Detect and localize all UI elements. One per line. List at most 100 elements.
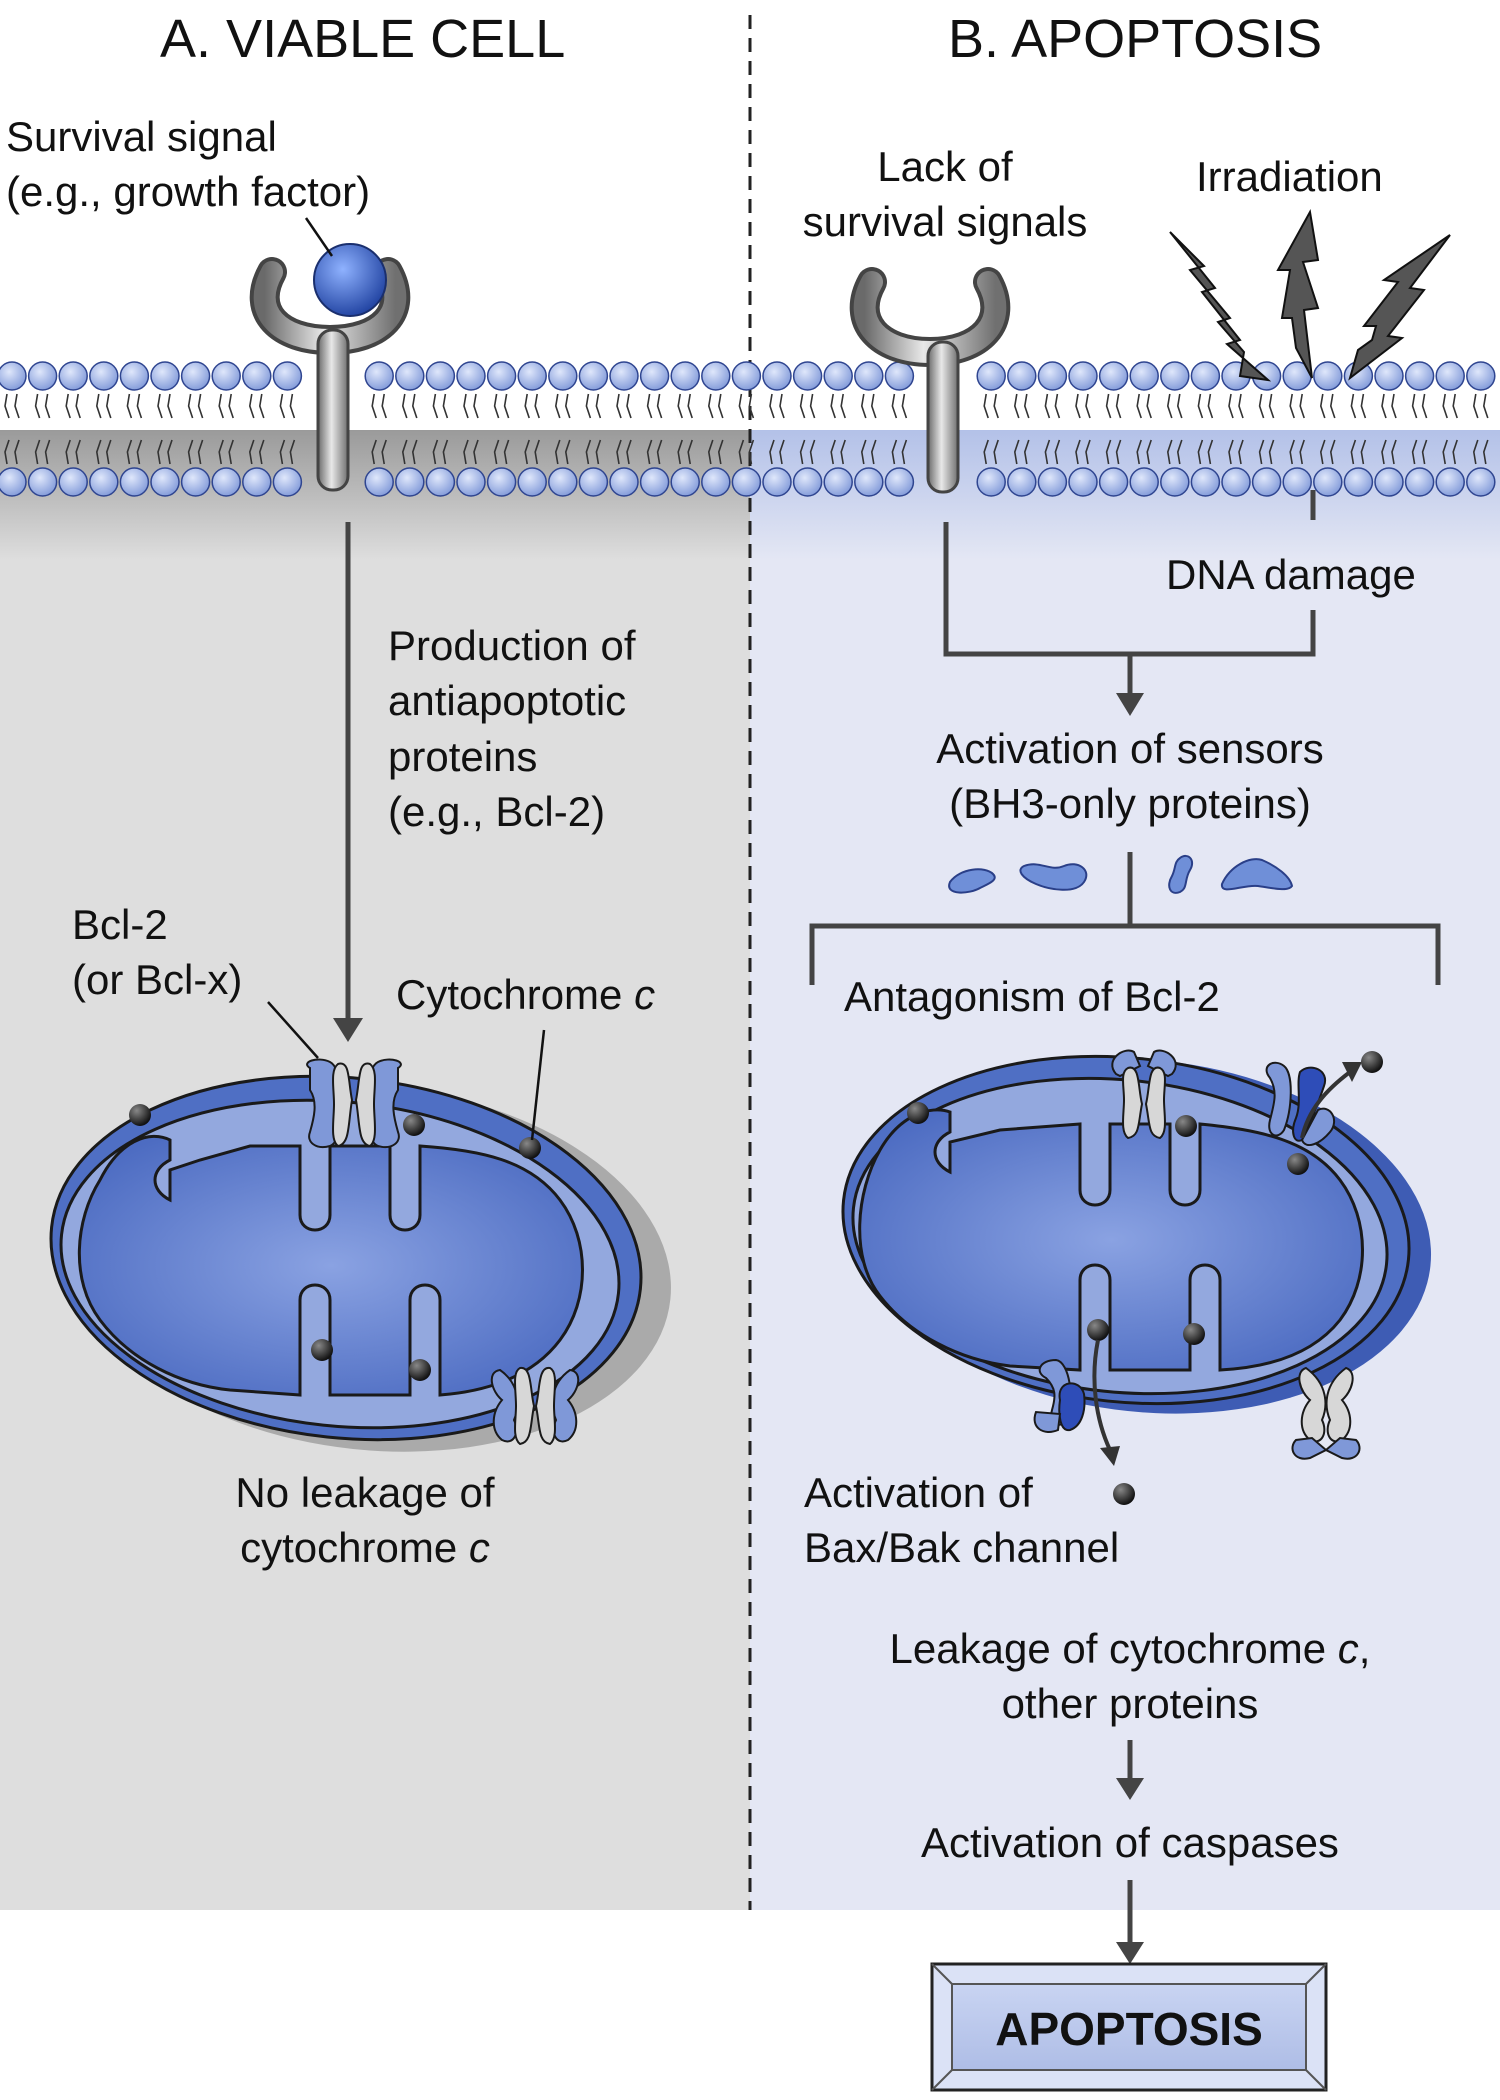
lipid-tail <box>258 439 265 465</box>
lipid-head <box>180 361 211 391</box>
lipid-head <box>425 361 456 391</box>
lipid-tail <box>1023 439 1030 465</box>
lipid-tail <box>993 439 999 465</box>
lipid-tail <box>1268 439 1275 465</box>
lipid-tail <box>1238 393 1244 419</box>
lipid-tail <box>1115 439 1122 465</box>
cytochrome-c-dot <box>907 1102 929 1124</box>
lipid-head <box>89 361 119 391</box>
lipid-tail <box>1044 393 1051 419</box>
lipid-head <box>0 467 27 497</box>
lipid-tail <box>197 439 204 465</box>
lipid-tail <box>473 439 479 465</box>
lipid-tail <box>585 393 592 419</box>
lipid-tail <box>1075 439 1081 465</box>
lipid-tail <box>65 439 71 465</box>
lipid-tail <box>14 439 20 465</box>
bcl2-label: Bcl-2 (or Bcl-x) <box>72 901 243 1003</box>
lipid-tail <box>126 439 133 465</box>
lipid-tail <box>157 393 163 419</box>
lipid-tail <box>1228 393 1234 419</box>
lipid-head <box>1404 361 1435 391</box>
lipid-head <box>1190 361 1221 391</box>
lipid-tail <box>524 439 530 465</box>
lipid-tail <box>707 393 714 419</box>
lipid-head <box>1313 467 1343 497</box>
lipid-tail <box>1482 439 1489 465</box>
lipid-tail <box>1472 439 1479 465</box>
cytochrome-c-released-dot <box>1113 1483 1135 1505</box>
lipid-tail <box>1146 439 1152 465</box>
irradiation-bolts <box>1169 208 1451 382</box>
bcl2-channel-b-top <box>1111 1049 1177 1140</box>
lipid-tail <box>136 393 143 419</box>
lipid-tail <box>626 393 632 419</box>
lipid-tail <box>687 439 693 465</box>
lipid-head <box>1435 361 1465 391</box>
lipid-tail <box>95 393 102 419</box>
lipid-tail <box>830 439 836 465</box>
lipid-tail <box>687 393 693 419</box>
apoptosis-box-label: APOPTOSIS <box>995 2003 1263 2055</box>
lipid-tail <box>1176 439 1183 465</box>
lipid-head <box>609 467 639 497</box>
lipid-tail <box>1013 393 1020 419</box>
lipid-head <box>670 467 700 497</box>
mitochondrion-a-cristae <box>77 1134 584 1397</box>
lipid-tail <box>1289 393 1295 419</box>
lipid-tail <box>1472 393 1479 419</box>
lipid-tail <box>1075 393 1081 419</box>
lipid-tail <box>401 439 408 465</box>
lipid-tail <box>1044 439 1051 465</box>
lipid-tail <box>44 393 51 419</box>
lipid-head <box>517 467 547 497</box>
lipid-tail <box>1329 439 1336 465</box>
lipid-head <box>792 467 823 497</box>
lipid-tail <box>105 393 112 419</box>
lipid-head <box>272 467 303 497</box>
lipid-tail <box>167 393 173 419</box>
lipid-head <box>731 467 762 497</box>
lipid-tail <box>891 393 898 419</box>
lipid-tail <box>473 393 479 419</box>
lipid-head <box>395 467 425 497</box>
survival-receptor-b <box>849 267 1011 494</box>
lipid-tail <box>1442 393 1448 419</box>
cytochrome-c-dot <box>1087 1319 1109 1341</box>
lipid-head <box>701 361 731 391</box>
lipid-tail <box>493 393 500 419</box>
lipid-tail <box>534 393 540 419</box>
cytochrome-c-released-dot <box>1361 1051 1383 1073</box>
lipid-tail <box>1391 393 1397 419</box>
lipid-tail <box>411 393 418 419</box>
lipid-tail <box>1054 393 1061 419</box>
lipid-tail <box>1228 439 1234 465</box>
lipid-tail <box>1166 439 1173 465</box>
lipid-head <box>486 361 517 391</box>
lipid-tail <box>656 393 663 419</box>
lipid-tail <box>1136 439 1142 465</box>
lipid-head <box>1466 361 1496 391</box>
lipid-tail <box>1319 393 1326 419</box>
survival-signal-label: Survival signal (e.g., growth factor) <box>6 113 371 215</box>
lipid-tail <box>534 439 540 465</box>
lipid-tail <box>616 393 622 419</box>
lipid-tail <box>1115 393 1122 419</box>
lipid-tail <box>44 439 51 465</box>
panel-b-title: B. APOPTOSIS <box>948 4 1322 74</box>
lipid-head <box>1282 467 1312 497</box>
lipid-head <box>364 467 394 497</box>
lipid-head <box>0 361 27 391</box>
lipid-head <box>364 361 394 391</box>
lipid-head <box>395 361 425 391</box>
lipid-tail <box>218 439 224 465</box>
bh3-protein-4 <box>1221 858 1294 891</box>
lipid-head <box>701 467 731 497</box>
lipid-head <box>884 467 915 497</box>
lipid-tail <box>187 439 194 465</box>
lipid-head <box>150 361 180 391</box>
lipid-tail <box>677 393 683 419</box>
lipid-tail <box>248 439 255 465</box>
lipid-head <box>1374 361 1404 391</box>
lipid-tail <box>646 439 653 465</box>
